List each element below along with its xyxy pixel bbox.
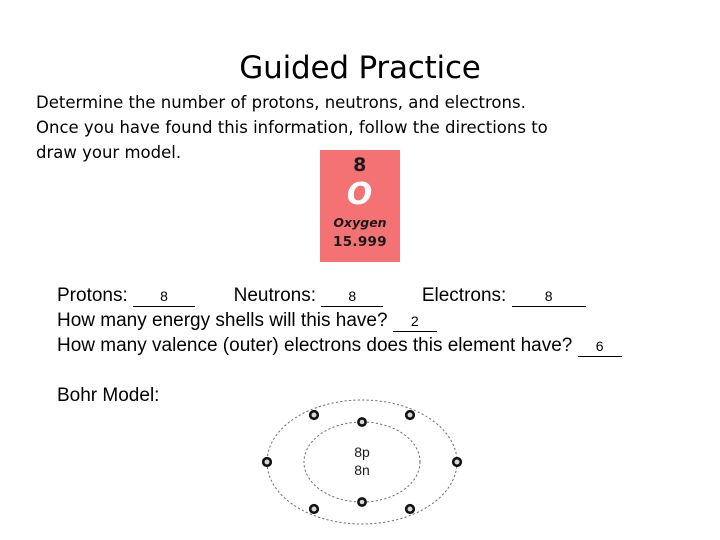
inner-shell-electron-2 xyxy=(357,497,367,507)
particle-counts-row: Protons: 8 Neutrons: 8 Electrons: 8 xyxy=(57,283,697,308)
outer-shell-electron-6 xyxy=(404,503,416,515)
intro-paragraph: Determine the number of protons, neutron… xyxy=(36,90,676,165)
outer-shell-electron-5 xyxy=(308,503,320,515)
bohr-model-row: Bohr Model: xyxy=(57,383,697,408)
energy-shells-row: How many energy shells will this have? 2 xyxy=(57,308,697,333)
element-atomic-number: 8 xyxy=(353,154,367,176)
page-title: Guided Practice xyxy=(239,50,481,86)
intro-line-2: Once you have found this information, fo… xyxy=(36,118,548,137)
valence-electrons-row: How many valence (outer) electrons does … xyxy=(57,333,697,383)
outer-shell-electron-4 xyxy=(404,409,416,421)
outer-shell-electron-2 xyxy=(451,456,463,468)
outer-shell-electron-3 xyxy=(308,409,320,421)
protons-label: Protons: xyxy=(57,285,128,306)
protons-blank[interactable]: 8 xyxy=(133,285,196,307)
element-atomic-mass: 15.999 xyxy=(333,234,387,250)
neutrons-label: Neutrons: xyxy=(233,285,316,306)
bohr-model-diagram: 8p 8n xyxy=(262,396,468,536)
energy-shells-blank[interactable]: 2 xyxy=(392,310,437,332)
energy-shells-question: How many energy shells will this have? xyxy=(57,310,388,331)
intro-line-1: Determine the number of protons, neutron… xyxy=(36,93,526,112)
inner-shell-electron-1 xyxy=(357,417,367,427)
electrons-blank[interactable]: 8 xyxy=(511,285,586,307)
element-symbol: O xyxy=(346,177,374,212)
outer-shell-electron-1 xyxy=(262,456,273,468)
nucleus-protons-label: 8p xyxy=(354,444,370,460)
neutrons-blank[interactable]: 8 xyxy=(321,285,384,307)
valence-electrons-blank[interactable]: 6 xyxy=(577,335,622,357)
worksheet-answers: Protons: 8 Neutrons: 8 Electrons: 8 How … xyxy=(57,283,697,408)
element-name: Oxygen xyxy=(333,215,387,230)
bohr-model-label: Bohr Model: xyxy=(57,385,160,406)
intro-line-3: draw your model. xyxy=(36,143,182,162)
nucleus-neutrons-label: 8n xyxy=(354,462,370,478)
element-tile-oxygen: 8 O Oxygen 15.999 xyxy=(320,150,400,262)
inner-orbit-ring xyxy=(303,421,421,503)
valence-electrons-question: How many valence (outer) electrons does … xyxy=(57,335,573,356)
electrons-label: Electrons: xyxy=(421,285,507,306)
